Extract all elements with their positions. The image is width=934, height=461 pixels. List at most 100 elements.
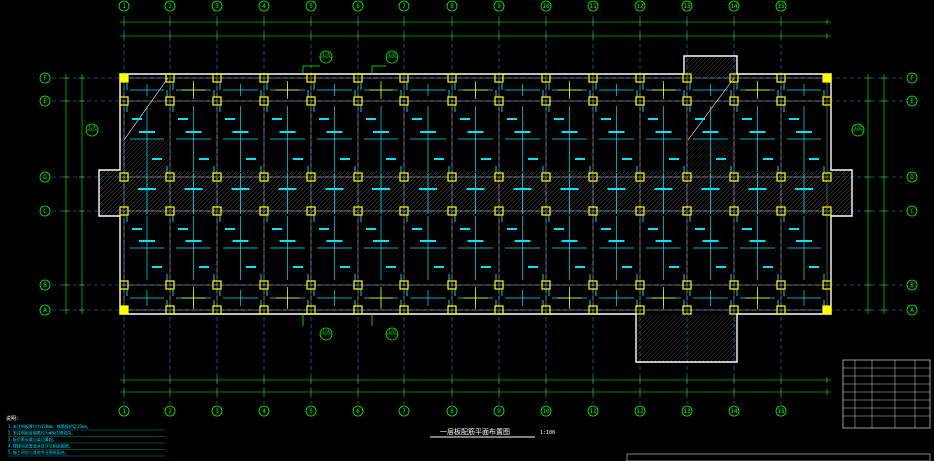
column — [306, 280, 316, 290]
column — [165, 280, 175, 290]
rebar-label-mark — [139, 131, 155, 133]
column — [259, 96, 269, 106]
column — [306, 96, 316, 106]
rebar-label-mark — [419, 188, 437, 190]
axis-label: 11 — [589, 408, 597, 415]
axis-label: 9 — [497, 3, 501, 10]
column — [682, 280, 692, 290]
axis-label: 15 — [777, 408, 785, 415]
column — [494, 172, 504, 182]
rebar-label-mark — [152, 158, 162, 160]
rebar-label-mark — [608, 131, 625, 133]
column — [399, 73, 409, 83]
rebar-label-mark — [272, 228, 282, 230]
axis-label: 8 — [450, 3, 454, 10]
column — [165, 96, 175, 106]
rebar-label-mark — [601, 228, 611, 230]
axis-label: 1 — [122, 408, 126, 415]
rebar-label-mark — [481, 158, 491, 160]
axis-bubble — [211, 0, 223, 12]
axis-label: A — [910, 307, 914, 314]
note-line: 1.未注明板厚均为120mm，钢筋保护层15mm。 — [8, 423, 91, 429]
axis-bubble — [728, 0, 740, 12]
column — [822, 96, 832, 106]
rebar-label-mark — [319, 228, 329, 230]
rebar-label-mark — [514, 131, 531, 133]
column — [399, 305, 409, 315]
rebar-label-mark — [199, 266, 209, 268]
rebar-label-mark — [225, 118, 235, 120]
axis-bubble — [681, 0, 693, 12]
column — [399, 280, 409, 290]
axis-bubble — [587, 405, 599, 417]
column — [776, 280, 786, 290]
axis-label: 15 — [777, 3, 785, 10]
column — [776, 206, 786, 216]
axis-bubble — [164, 0, 176, 12]
rebar-label-mark — [139, 240, 155, 242]
rebar-label-mark — [695, 228, 705, 230]
column — [729, 172, 739, 182]
rebar-label-mark — [622, 266, 632, 268]
rebar-label-mark — [279, 131, 296, 133]
column — [541, 280, 551, 290]
axis-bubble — [446, 405, 458, 417]
axis-label: 4 — [262, 408, 266, 415]
rebar-label-mark — [575, 266, 585, 268]
axis-label: 11 — [589, 3, 597, 10]
axis-label: 2 — [168, 3, 172, 10]
column — [165, 305, 175, 315]
rebar-label-mark — [326, 240, 343, 242]
rebar-label-mark — [232, 131, 249, 133]
column — [588, 172, 598, 182]
rebar-label-mark — [225, 228, 235, 230]
axis-label: E — [910, 98, 914, 105]
column — [682, 96, 692, 106]
note-line: 2.未注明板底钢筋均为Φ8@200双向。 — [8, 430, 75, 436]
column — [541, 96, 551, 106]
axis-bubble — [39, 279, 51, 291]
axis-label: 6 — [356, 408, 360, 415]
column — [729, 73, 739, 83]
axis-bubble — [906, 95, 918, 107]
rebar-label-mark — [809, 266, 819, 268]
rebar-label-mark — [319, 118, 329, 120]
note-line: 3.板负筋长度自梁边算起。 — [8, 436, 57, 442]
column — [494, 96, 504, 106]
column — [588, 305, 598, 315]
axis-label: 9 — [497, 408, 501, 415]
rebar-label-mark — [420, 131, 436, 133]
rebar-label-mark — [796, 131, 812, 133]
rebar-label-mark — [272, 118, 282, 120]
callout-label: 1/D — [388, 329, 396, 334]
axis-bubble — [587, 0, 599, 12]
rebar-label-mark — [386, 266, 396, 268]
column — [399, 206, 409, 216]
rebar-label-mark — [420, 240, 436, 242]
table-frame — [842, 359, 931, 429]
axis-bubble — [906, 279, 918, 291]
column — [822, 280, 832, 290]
rebar-label-mark — [749, 131, 766, 133]
axis-bubble — [634, 0, 646, 12]
axis-bubble — [118, 0, 130, 12]
rebar-label-mark — [560, 188, 579, 190]
column — [729, 96, 739, 106]
column — [447, 172, 457, 182]
callout-label: 1/A — [322, 52, 330, 57]
rebar-label-mark — [528, 158, 538, 160]
column — [353, 280, 363, 290]
rebar-label-mark — [601, 118, 611, 120]
column — [588, 73, 598, 83]
axis-label: 6 — [356, 3, 360, 10]
column — [635, 280, 645, 290]
rebar-label-mark — [607, 188, 626, 190]
column — [399, 96, 409, 106]
axis-bubble — [634, 405, 646, 417]
rebar-label-mark — [554, 228, 564, 230]
column — [494, 206, 504, 216]
rebar-label-mark — [795, 188, 813, 190]
rebar-label-mark — [789, 118, 799, 120]
column — [635, 305, 645, 315]
